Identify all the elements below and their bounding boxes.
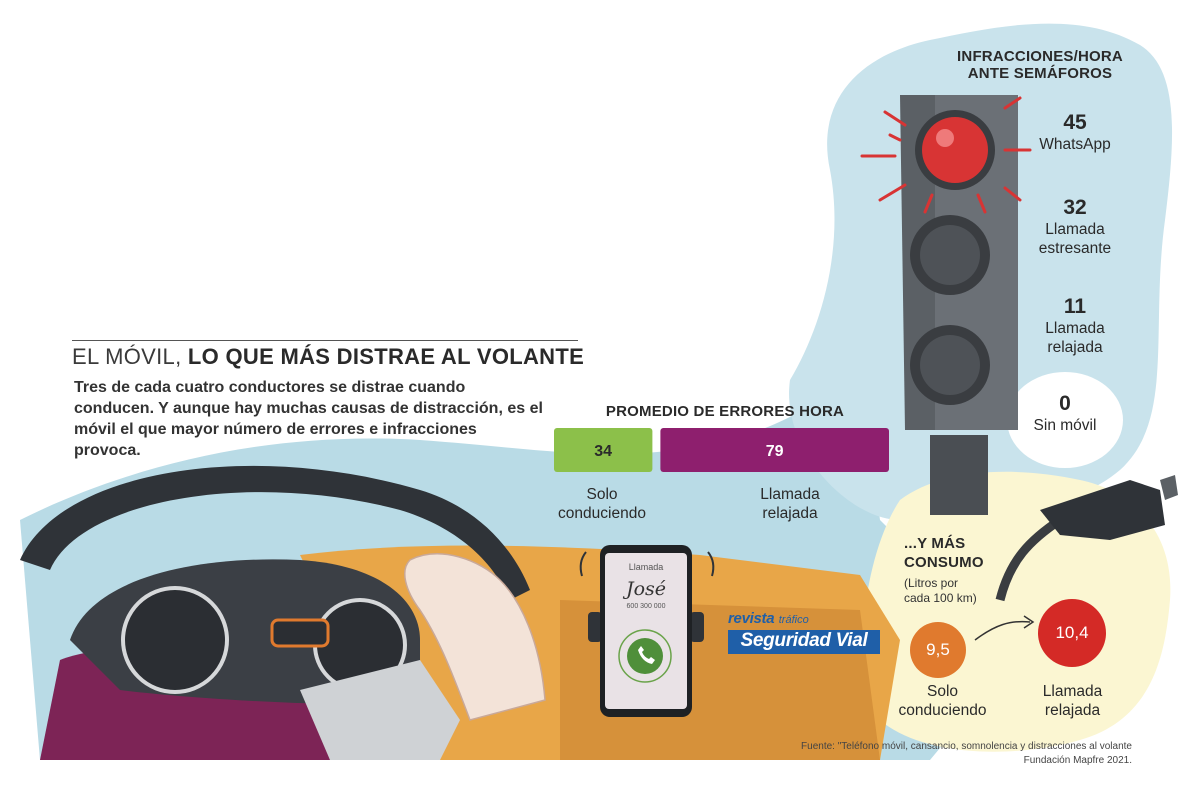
errors-bar-1 xyxy=(660,428,889,472)
errors-label-0-line2: conduciendo xyxy=(558,505,646,522)
source-line2: Fundación Mapfre 2021. xyxy=(1023,755,1132,766)
consumption-subtitle: (Litros por cada 100 km) xyxy=(904,576,977,606)
infraction-item-1: 32 Llamada estresante xyxy=(1015,196,1135,258)
infraction-label-1a: Llamada xyxy=(1045,221,1105,238)
title-bold: LO QUE MÁS DISTRAE AL VOLANTE xyxy=(187,344,585,369)
consumption-label-0-line1: Solo xyxy=(926,683,959,700)
consumption-title-line1: ...Y MÁS xyxy=(904,535,966,552)
page-title: EL MÓVIL, LO QUE MÁS DISTRAE AL VOLANTE xyxy=(72,344,584,370)
phone-caller: José xyxy=(625,578,667,600)
errors-bar-label-0: Solo conduciendo xyxy=(552,485,652,523)
title-rule xyxy=(72,340,578,341)
consumption-label-0-line2: conduciendo xyxy=(898,702,987,719)
consumption-circle-solo xyxy=(910,622,966,678)
brand-line1: revista xyxy=(728,610,775,627)
consumption-title: ...Y MÁS CONSUMO xyxy=(904,534,1014,572)
consumption-label-1: Llamada relajada xyxy=(1020,682,1125,720)
consumption-label-1-line2: relajada xyxy=(1044,702,1101,719)
consumption-subtitle-line2: cada 100 km) xyxy=(904,591,977,605)
fuel-nozzle-icon xyxy=(995,475,1178,602)
infraction-label-1b: estresante xyxy=(1038,240,1112,257)
source-note: Fuente: "Teléfono móvil, cansancio, somn… xyxy=(700,740,1132,768)
brand-logo: revista tráfico xyxy=(728,610,809,628)
traffic-light-icon xyxy=(860,95,1032,515)
errors-bar-value-0: 34 xyxy=(594,443,612,460)
errors-label-1-line1: Llamada xyxy=(760,486,820,503)
call-icon xyxy=(638,646,655,664)
infraction-label-2a: Llamada xyxy=(1045,320,1105,337)
consumption-label-1-line1: Llamada xyxy=(1042,683,1103,700)
infraction-label-2b: relajada xyxy=(1047,339,1103,356)
infraction-value-0: 45 xyxy=(1063,111,1087,134)
infractions-title-line1: INFRACCIONES/HORA xyxy=(957,48,1123,65)
arrow-icon xyxy=(974,620,1031,641)
infractions-title: INFRACCIONES/HORA ANTE SEMÁFOROS xyxy=(935,48,1145,82)
infraction-label-3: Sin móvil xyxy=(1033,417,1097,434)
steering-wheel-icon xyxy=(20,465,530,760)
source-line1: Fuente: "Teléfono móvil, cansancio, somn… xyxy=(801,741,1132,752)
consumption-value-1: 10,4 xyxy=(1055,623,1089,642)
infraction-value-3: 0 xyxy=(1059,392,1071,415)
title-light: EL MÓVIL, xyxy=(72,344,182,369)
consumption-circle-llamada xyxy=(1038,599,1106,667)
errors-bar-label-1: Llamada relajada xyxy=(720,485,860,523)
phone-number: 600 300 000 xyxy=(626,603,666,610)
phone-icon xyxy=(588,545,704,717)
infraction-item-2: 11 Llamada relajada xyxy=(1015,295,1135,357)
errors-bar-value-1: 79 xyxy=(766,443,784,460)
errors-label-1-line2: relajada xyxy=(762,505,818,522)
infraction-value-2: 11 xyxy=(1063,295,1087,318)
consumption-label-0: Solo conduciendo xyxy=(885,682,1000,720)
intro-text: Tres de cada cuatro conductores se distr… xyxy=(74,379,543,459)
phone-header: Llamada xyxy=(628,562,664,572)
infraction-item-0: 45 WhatsApp xyxy=(1015,111,1135,154)
errors-bar-0 xyxy=(554,428,653,472)
consumption-title-line2: CONSUMO xyxy=(904,554,984,571)
brand-line2: tráfico xyxy=(778,614,809,626)
infraction-label-0: WhatsApp xyxy=(1039,136,1111,153)
brand-line3: Seguridad Vial xyxy=(740,630,868,651)
errors-chart: 34 79 xyxy=(554,428,889,472)
consumption-value-0: 9,5 xyxy=(926,640,950,659)
infraction-item-3: 0 Sin móvil xyxy=(1005,392,1125,435)
errors-chart-title: PROMEDIO DE ERRORES HORA xyxy=(605,403,845,420)
brand-banner: Seguridad Vial xyxy=(728,630,880,654)
consumption-subtitle-line1: (Litros por xyxy=(904,576,959,590)
errors-label-0-line1: Solo xyxy=(586,486,618,503)
infraction-value-1: 32 xyxy=(1063,196,1087,219)
infractions-title-line2: ANTE SEMÁFOROS xyxy=(967,65,1113,82)
